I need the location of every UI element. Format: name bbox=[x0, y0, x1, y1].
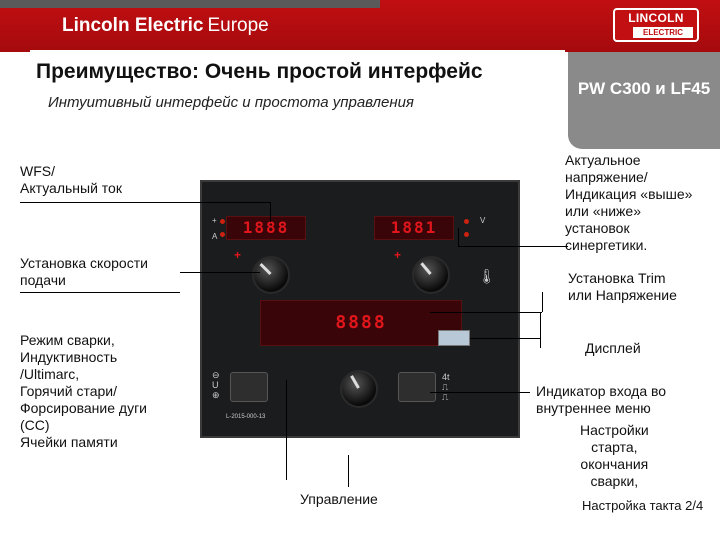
amp-unit-label: A bbox=[212, 232, 218, 241]
control-knob-pointer bbox=[350, 375, 360, 389]
title-box bbox=[30, 50, 565, 118]
leader-voltage-h bbox=[458, 246, 568, 247]
control-panel: 1888 1881 + A V + + 🌡 8888 ⊖U⊕ 4t⎍⎍ L-20… bbox=[200, 180, 520, 438]
label-tact: Настройка такта 2/4 bbox=[582, 498, 704, 513]
mode-button[interactable] bbox=[230, 372, 268, 402]
leader-control bbox=[348, 455, 349, 487]
left-led-bottom bbox=[220, 232, 225, 237]
header-corner bbox=[0, 0, 380, 8]
label-feed: Установка скорости подачи bbox=[20, 255, 148, 288]
label-menu: Индикатор входа во внутреннее меню bbox=[536, 383, 667, 416]
logo-line1: LINCOLN bbox=[628, 11, 684, 25]
lincoln-logo: LINCOLN ELECTRIC bbox=[613, 8, 699, 42]
trim-knob-pointer bbox=[420, 262, 432, 275]
right-led-top bbox=[464, 219, 469, 224]
right-led-bottom bbox=[464, 232, 469, 237]
leader-trim-h bbox=[430, 312, 542, 313]
center-display: 8888 bbox=[260, 300, 462, 346]
leader-mode-v bbox=[286, 380, 287, 480]
label-wfs: WFS/ Актуальный ток bbox=[20, 163, 122, 196]
right-knob-plus-icon: + bbox=[394, 248, 402, 262]
label-display: Дисплей bbox=[585, 340, 641, 356]
brand-region: Europe bbox=[207, 15, 269, 36]
logo-line2: ELECTRIC bbox=[633, 27, 693, 38]
panel-code: L-2015-000-13 bbox=[226, 414, 266, 420]
leader-voltage-v bbox=[458, 228, 459, 246]
model-box: PW C300 и LF45 bbox=[568, 52, 720, 149]
leader-feed-2 bbox=[180, 272, 260, 273]
left-display: 1888 bbox=[226, 216, 306, 240]
left-knob-plus-icon: + bbox=[234, 248, 242, 262]
label-control: Управление bbox=[300, 491, 378, 507]
thermometer-icon: 🌡 bbox=[478, 268, 496, 284]
model-label: PW C300 и LF45 bbox=[577, 79, 711, 98]
label-trim: Установка Trim или Напряжение bbox=[568, 270, 677, 303]
label-voltage: Актуальное напряжение/ Индикация «выше» … bbox=[565, 152, 693, 253]
control-knob[interactable] bbox=[340, 370, 378, 408]
slide-subtitle: Интуитивный интерфейс и простота управле… bbox=[48, 94, 414, 111]
label-start: Настройки старта, окончания сварки, bbox=[580, 422, 649, 489]
leader-feed bbox=[20, 292, 180, 293]
volt-unit-label: V bbox=[480, 216, 486, 225]
wfs-knob-pointer bbox=[259, 263, 272, 276]
trigger-icons: 4t⎍⎍ bbox=[442, 372, 450, 402]
leader-display-v bbox=[540, 312, 541, 348]
wfs-knob[interactable] bbox=[252, 256, 290, 294]
menu-indicator-icon bbox=[438, 330, 470, 346]
label-mode: Режим сварки, Индуктивность /Ultimarc, Г… bbox=[20, 332, 147, 450]
leader-display-h bbox=[470, 338, 540, 339]
slide-title: Преимущество: Очень простой интерфейс bbox=[36, 60, 483, 83]
left-led-top bbox=[220, 219, 225, 224]
leader-wfs-v bbox=[270, 202, 271, 222]
brand-text: Lincoln Electric bbox=[62, 15, 204, 36]
right-display: 1881 bbox=[374, 216, 454, 240]
trim-knob[interactable] bbox=[412, 256, 450, 294]
amp-indicator-plus: + bbox=[212, 216, 217, 225]
start-end-button[interactable] bbox=[398, 372, 436, 402]
leader-wfs-h bbox=[20, 202, 270, 203]
leader-menu bbox=[430, 392, 530, 393]
leader-trim-v bbox=[542, 292, 543, 312]
mode-icons: ⊖U⊕ bbox=[212, 370, 220, 400]
